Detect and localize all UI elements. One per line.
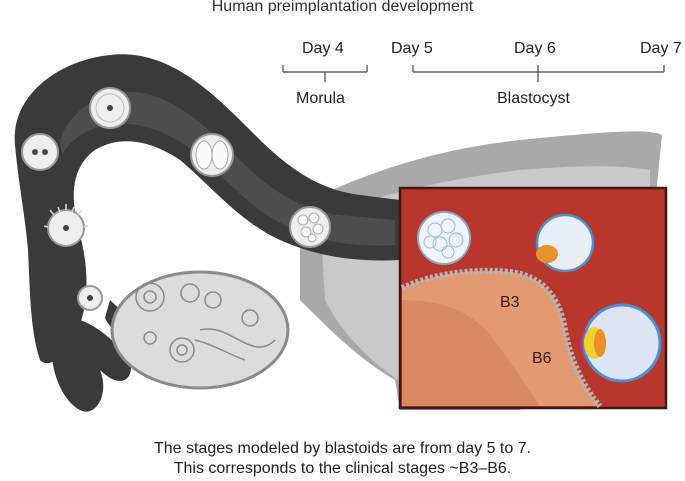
fallopian-tube-outer (14, 54, 400, 364)
fimbriae (51, 320, 131, 412)
embryo-corona (43, 204, 89, 247)
inset-implanting-blastocyst (580, 303, 662, 383)
embryo-2cell (190, 133, 234, 177)
day-7-label: Day 7 (640, 40, 682, 57)
inner-cell-mass (536, 245, 558, 263)
b6-label: B6 (532, 350, 552, 367)
morula-label: Morula (296, 90, 345, 107)
caption-line-1: The stages modeled by blastoids are from… (153, 440, 532, 457)
inset-morula (417, 211, 471, 265)
embryo-morula (289, 206, 331, 248)
day-4-label: Day 4 (302, 40, 344, 57)
embryo-pronuclear (21, 133, 59, 171)
ovary-follicles (135, 282, 276, 363)
blastocyst-bracket (412, 65, 665, 82)
epithelium-edge (400, 267, 603, 409)
figure-title: Human preimplantation development (211, 0, 474, 15)
implantation-inset (398, 186, 668, 410)
caption-line-2: This corresponds to the clinical stages … (173, 460, 512, 477)
day-6-label: Day 6 (514, 40, 556, 57)
inset-early-blastocyst (535, 213, 595, 273)
embryo-1cell (89, 87, 131, 129)
day-5-label: Day 5 (391, 40, 433, 57)
b3-label: B3 (500, 294, 520, 311)
blastocyst-label: Blastocyst (497, 90, 570, 107)
embryo-zygote (77, 285, 103, 311)
morula-bracket (282, 65, 368, 82)
